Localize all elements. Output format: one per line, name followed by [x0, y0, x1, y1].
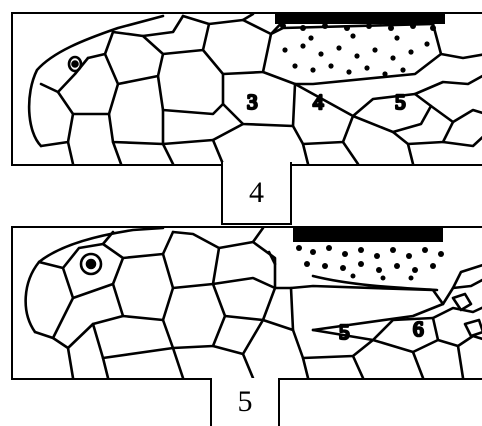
scale-label-5: 5: [339, 320, 350, 344]
scale-label-6: 6: [413, 317, 424, 341]
scale-label-3: 3: [247, 90, 258, 114]
head-illustration-panel-4: 3 4 5: [11, 12, 482, 166]
scale-label-5: 5: [395, 90, 406, 114]
lizard-head-drawing-4: 3 4 5: [13, 14, 482, 164]
head-illustration-panel-5: 5 6: [11, 226, 482, 380]
scale-label-4: 4: [313, 90, 324, 114]
figure-caption-4: 4: [221, 162, 292, 225]
figure-caption-5: 5: [210, 378, 280, 426]
lizard-head-drawing-5: 5 6: [13, 228, 482, 378]
